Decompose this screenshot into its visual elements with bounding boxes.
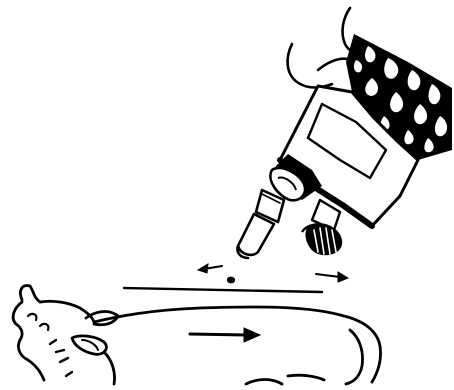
arrow-left-icon [198,264,222,273]
cow-eye [72,336,106,354]
cow-horn-left [20,286,40,302]
arrow-along-back-icon [190,328,260,342]
direction-arrows [124,264,348,342]
knob-icon [302,223,342,255]
arrow-right-icon [316,272,348,282]
nozzle-icon [237,190,284,258]
cow-rump-curve [346,330,363,384]
spray-drop-icon [227,277,234,283]
pour-stripe-line [124,288,322,292]
cow-back-line [94,307,381,382]
